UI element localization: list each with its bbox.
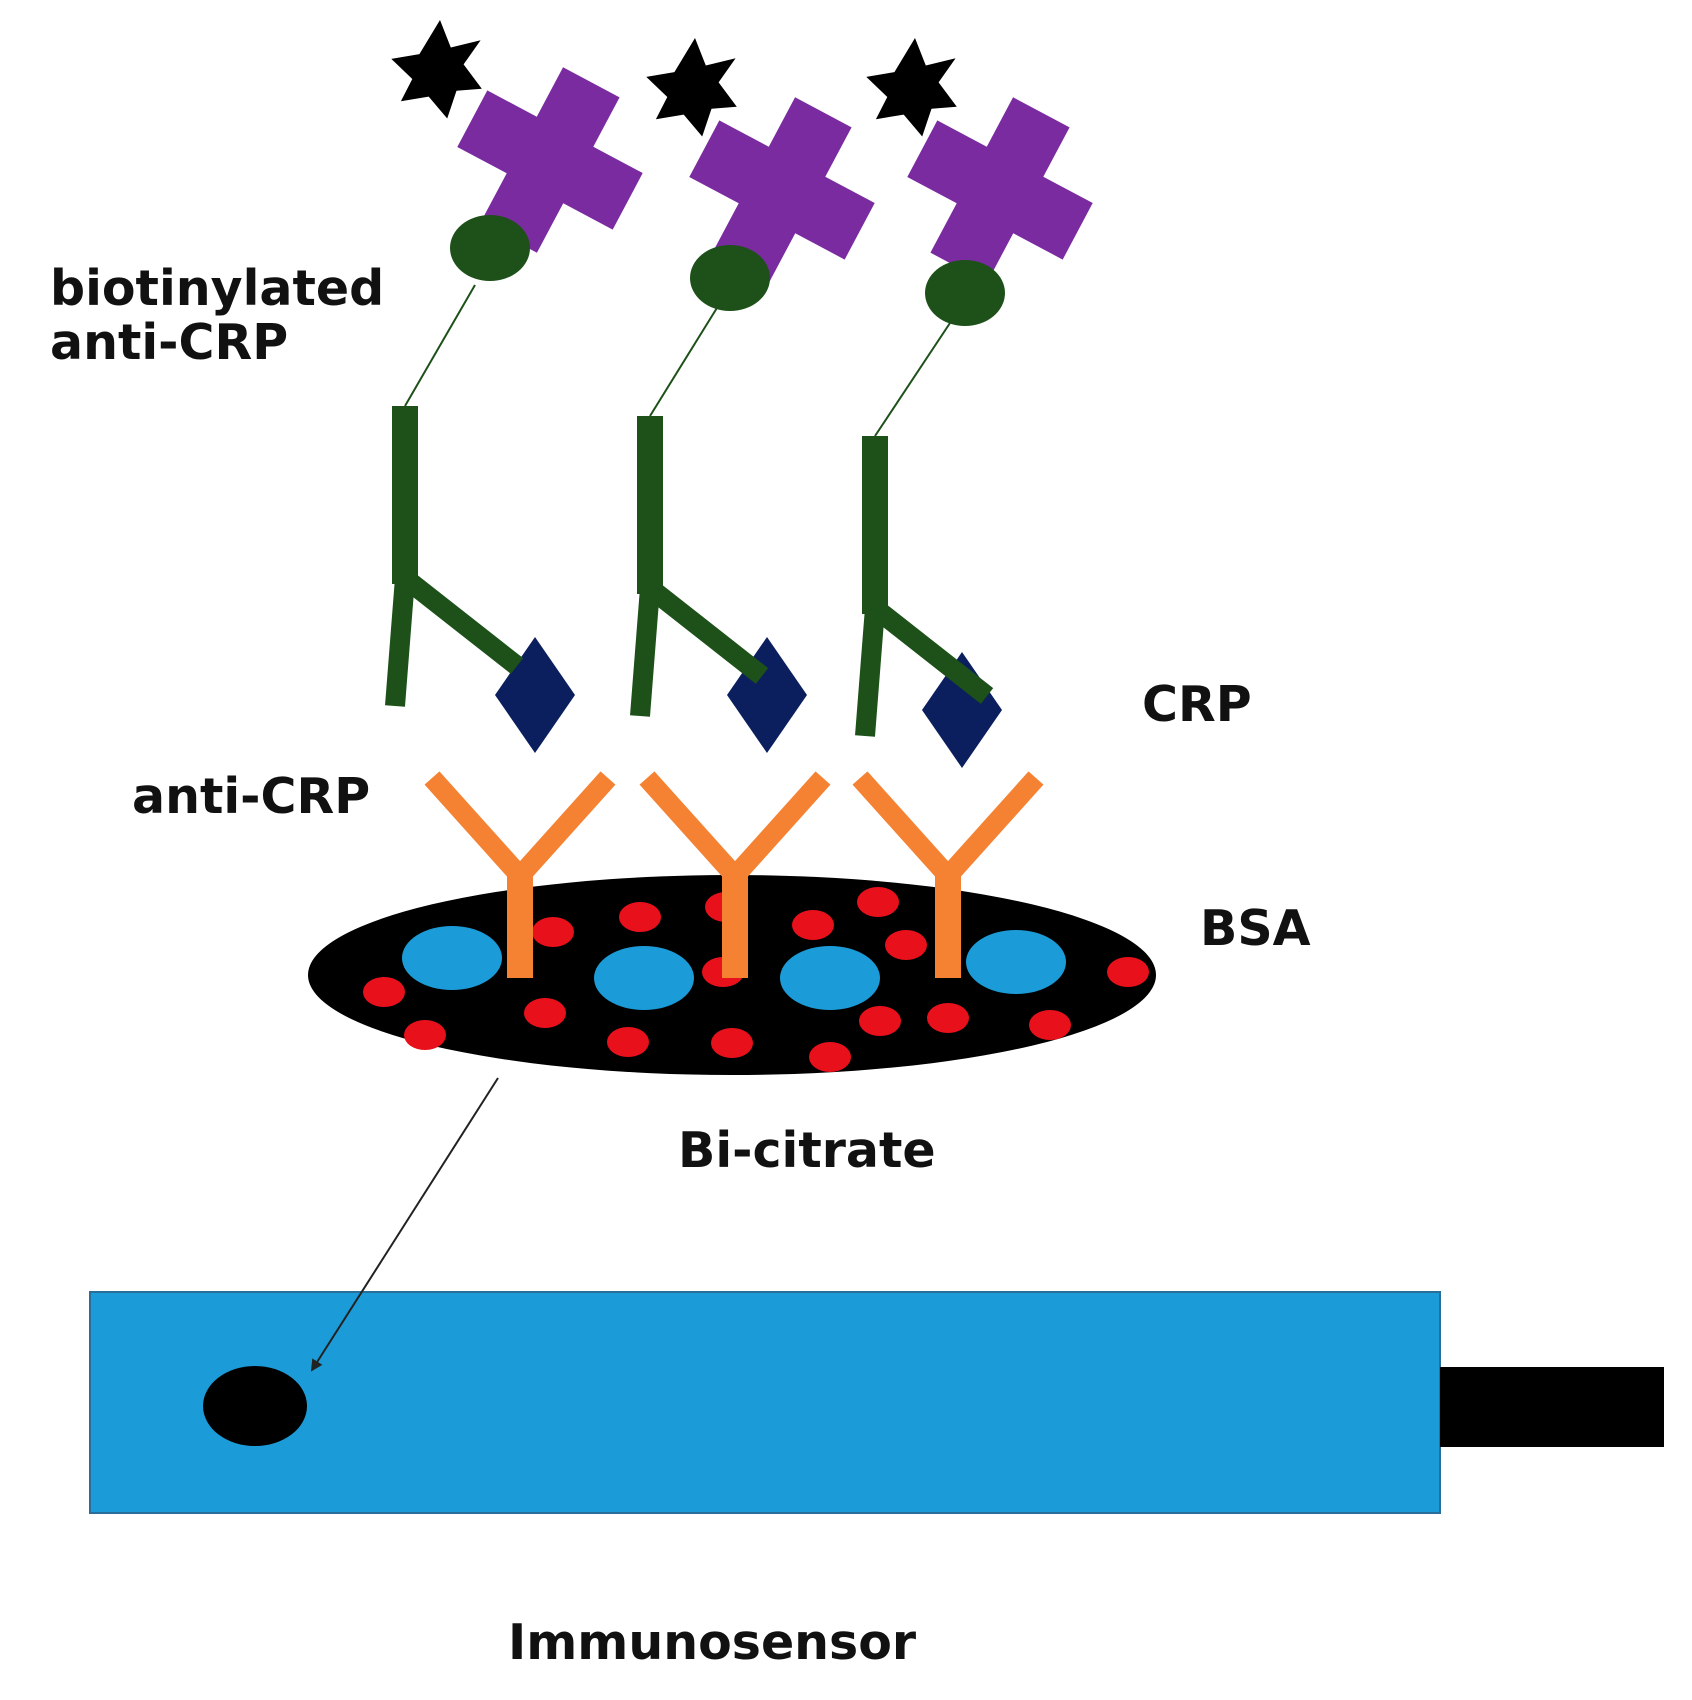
bsa-particle bbox=[619, 902, 661, 932]
bsa-particle bbox=[809, 1042, 851, 1072]
bsa-particle bbox=[532, 917, 574, 947]
electrode-spot bbox=[203, 1366, 307, 1446]
bsa-particle bbox=[711, 1028, 753, 1058]
biotin-linker bbox=[649, 302, 721, 417]
bsa-particle bbox=[859, 1006, 901, 1036]
biotin-linker bbox=[874, 319, 953, 437]
bsa-particle bbox=[927, 1003, 969, 1033]
bsa-particle bbox=[1107, 957, 1149, 987]
label-immunosensor: Immunosensor bbox=[508, 1614, 917, 1671]
bsa-particle bbox=[1029, 1010, 1071, 1040]
label-star bbox=[391, 20, 482, 119]
label-star bbox=[646, 38, 737, 137]
biotinylated-antibody bbox=[395, 406, 517, 706]
label-bi-citrate: Bi-citrate bbox=[678, 1122, 936, 1179]
sensor-body bbox=[89, 1291, 1441, 1514]
biotin-circle bbox=[925, 260, 1005, 326]
bi-citrate-particles bbox=[402, 926, 1066, 1010]
label-crp: CRP bbox=[1142, 676, 1252, 733]
bi-citrate-particle bbox=[402, 926, 502, 990]
zoom-arrow bbox=[310, 1077, 499, 1372]
bsa-particle bbox=[363, 977, 405, 1007]
biotin-linkers bbox=[404, 284, 953, 437]
label-biotinylated-anti-crp: biotinylated anti-CRP bbox=[50, 262, 384, 370]
label-star bbox=[866, 38, 957, 137]
bi-citrate-particle bbox=[780, 946, 880, 1010]
bi-citrate-particle bbox=[594, 946, 694, 1010]
label-biotinylated-line2: anti-CRP bbox=[50, 313, 289, 371]
label-bsa: BSA bbox=[1200, 900, 1311, 957]
label-anti-crp: anti-CRP bbox=[132, 768, 371, 825]
bsa-particle bbox=[792, 910, 834, 940]
biotin-linker bbox=[404, 284, 476, 407]
biotinylated-antibody bbox=[640, 416, 762, 716]
bi-citrate-particle bbox=[966, 930, 1066, 994]
biotinylated-antibody bbox=[865, 436, 987, 736]
bsa-particle bbox=[404, 1020, 446, 1050]
biotin-circle bbox=[450, 215, 530, 281]
bsa-particle bbox=[885, 930, 927, 960]
bsa-particle bbox=[607, 1027, 649, 1057]
bsa-particle bbox=[857, 887, 899, 917]
bsa-particle bbox=[524, 998, 566, 1028]
biotin-circle bbox=[690, 245, 770, 311]
sensor-connector bbox=[1440, 1367, 1664, 1447]
label-biotinylated-line1: biotinylated bbox=[50, 260, 385, 317]
